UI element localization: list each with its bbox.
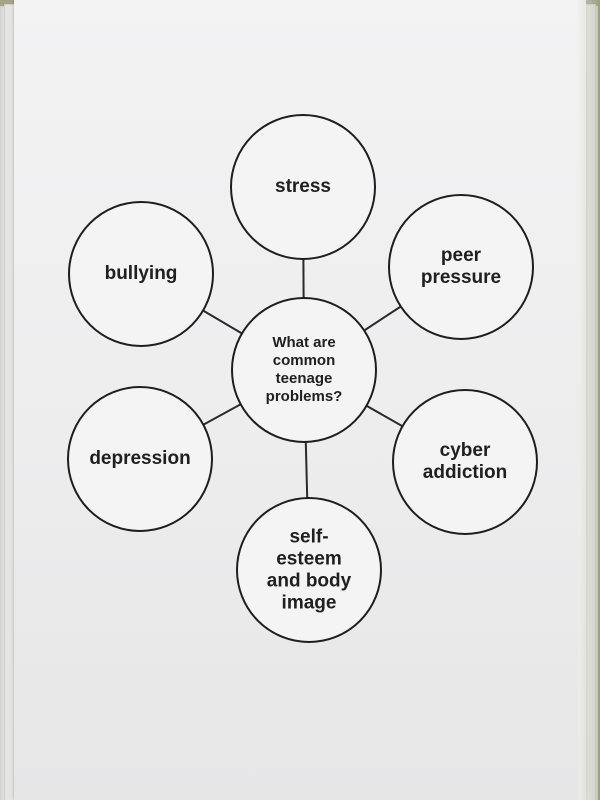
topic-circle-peer-pressure — [388, 194, 534, 340]
connector-line-self-esteem — [304, 441, 309, 499]
topic-label-self-esteem: self- esteem and body image — [266, 526, 352, 613]
topic-circle-cyber-addiction — [392, 389, 538, 535]
connector-line-bullying — [202, 309, 243, 335]
topic-label-peer-pressure: peer pressure — [420, 245, 502, 288]
central-circle — [231, 297, 377, 443]
topic-label-bullying: bullying — [104, 263, 178, 285]
topic-circle-self-esteem — [236, 497, 382, 643]
topic-circle-bullying — [68, 201, 214, 347]
connector-line-peer-pressure — [363, 305, 402, 332]
plastic-sleeve-edge — [578, 0, 600, 800]
connector-line-cyber-addiction — [366, 404, 403, 428]
connector-line-depression — [202, 403, 242, 426]
central-question-label: What are common teenage problems? — [265, 334, 343, 405]
topic-label-cyber-addiction: cyber addiction — [422, 440, 508, 483]
topic-circle-depression — [67, 386, 213, 532]
topic-label-stress: stress — [275, 176, 331, 198]
topic-label-depression: depression — [89, 448, 191, 470]
topic-circle-stress — [230, 114, 376, 260]
